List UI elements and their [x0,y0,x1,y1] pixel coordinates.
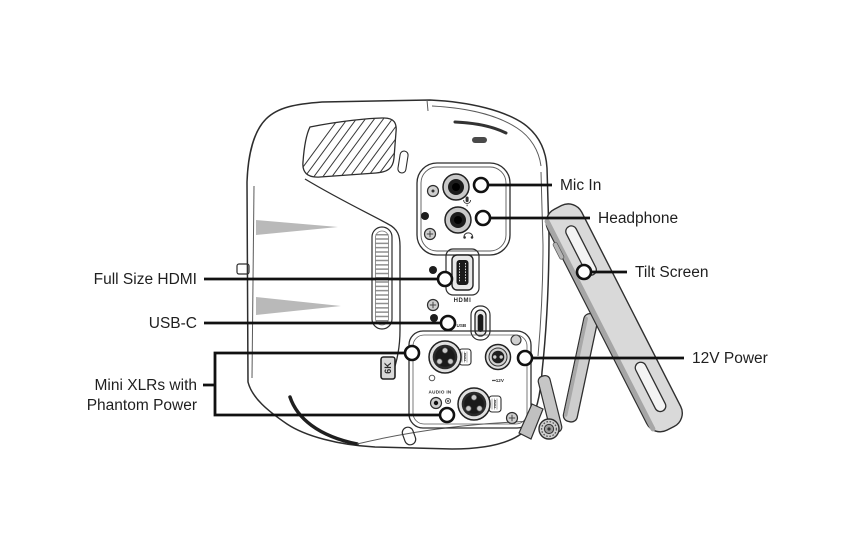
label-full-size-hdmi: Full Size HDMI [93,271,197,288]
hinge-bracket [518,403,544,440]
top-seam-tick [426,99,429,112]
label-mic-in: Mic In [560,177,602,194]
label-mini-xlrs: Mini XLRs with Phantom Power [87,376,197,416]
screws [421,184,522,425]
callout-lines [203,183,684,417]
front-lug [236,263,250,275]
power-connector[interactable] [484,343,512,371]
headphone-marker [474,209,492,227]
xlr1-latch-marking: PUSH [463,353,467,361]
label-mini-xlrs-line2: Phantom Power [86,397,197,414]
top-right-seam [431,105,542,167]
screen-hinge-tab [552,242,565,260]
strap-slot [397,150,409,174]
body-silhouette [246,99,550,450]
label-12v-power: 12V Power [692,350,768,367]
channel-indicator [428,374,436,382]
screen-slot-top [565,225,597,276]
hdmi-marking: HDMI [454,298,472,304]
audio-in-marking: AUDIO IN [428,390,451,395]
hinge-knob[interactable] [538,418,560,440]
right-edge-seam [537,171,544,357]
grip-contour [304,178,401,376]
camera-body: 6K [236,99,550,450]
mic-jack[interactable] [442,173,470,201]
model-badge: 6K [380,356,396,380]
tilt-screen-marker [575,263,593,281]
xlr2-latch-marking: PUSH [493,400,497,408]
tilt-screen-kickstand [518,313,599,440]
label-mini-xlrs-line1: Mini XLRs with [94,377,198,394]
screen-slot-bottom [634,361,667,413]
usb-c-port[interactable] [470,305,491,341]
power-marker [516,349,534,367]
label-headphone: Headphone [598,210,679,227]
xlr2-marker [438,406,456,424]
usb-c-marker [439,314,457,332]
hdmi-marker [436,270,454,288]
power-marking: ⎓12V [492,378,505,383]
xlr1-marker [403,344,421,362]
grip-crease [288,395,359,446]
callout-markers [403,176,593,424]
xlr-bracket-leader [203,351,440,417]
xlr-port-2[interactable]: PUSH [457,387,502,421]
headphone-icon [463,232,474,239]
base-slot [401,426,417,446]
vent-slot [472,137,487,143]
label-tilt-screen: Tilt Screen [635,264,709,281]
hdmi-port[interactable] [445,248,480,296]
lower-port-recess [408,330,532,429]
svg-text:6K: 6K [383,362,393,374]
front-shade-2 [256,297,341,315]
mic-icon [463,196,472,207]
headphone-jack[interactable] [444,206,472,234]
front-shade-1 [256,220,338,235]
speaker-grille [302,117,397,178]
tilt-screen-panel[interactable] [539,199,688,438]
xlr-port-1[interactable]: PUSH [428,340,472,374]
front-edge-seam [251,185,255,379]
audio-in-jack[interactable] [429,396,452,410]
mic-in-marker [472,176,490,194]
usb-marking: USB [457,323,467,328]
label-usb-c: USB-C [148,315,197,332]
screen-edge-shade [544,218,656,432]
top-accent [453,120,508,135]
